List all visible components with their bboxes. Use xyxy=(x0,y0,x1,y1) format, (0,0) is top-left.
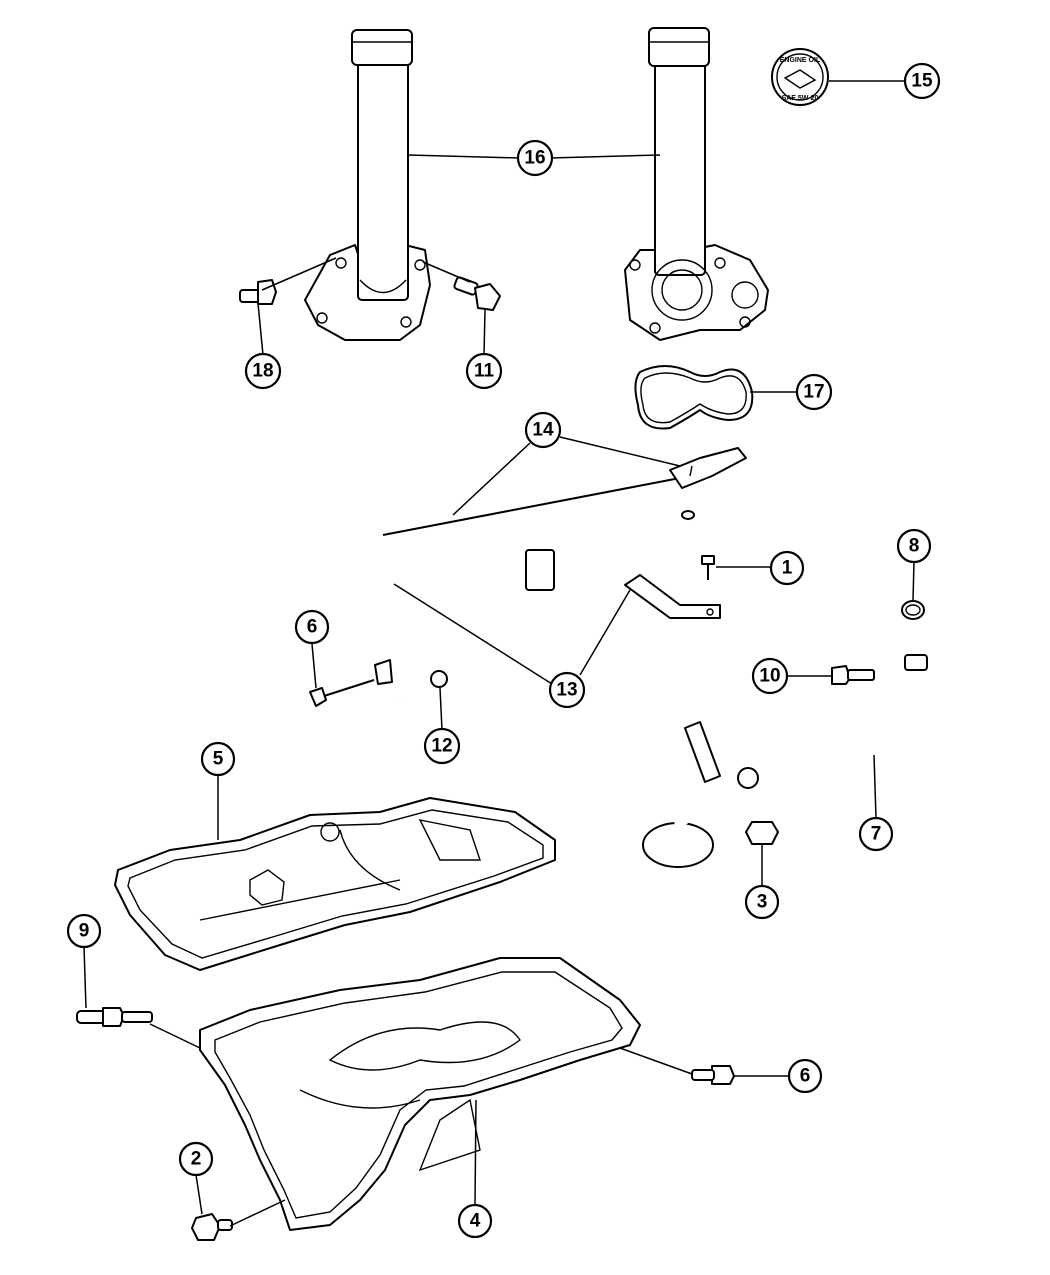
callout-4[interactable]: 4 xyxy=(457,1203,493,1239)
callout-18[interactable]: 18 xyxy=(244,352,282,390)
callout-11[interactable]: 11 xyxy=(465,352,503,390)
stud-bolt[interactable] xyxy=(239,279,277,305)
callout-7-label: 7 xyxy=(871,824,882,845)
callout-4-label: 4 xyxy=(470,1211,481,1232)
callout-10-label: 10 xyxy=(759,666,780,687)
callout-16[interactable]: 16 xyxy=(516,139,554,177)
dipstick-tube[interactable] xyxy=(374,510,721,701)
dipstick-tube-o-ring[interactable] xyxy=(430,670,448,688)
callout-1[interactable]: 1 xyxy=(769,550,805,586)
callout-2-label: 2 xyxy=(191,1149,202,1170)
callout-3-label: 3 xyxy=(757,892,768,913)
tube-bolt-small[interactable] xyxy=(701,555,715,580)
cap-text-line1: ENGINE OIL xyxy=(780,57,821,64)
oil-dipstick[interactable] xyxy=(382,447,747,536)
oil-filler-tube-left[interactable] xyxy=(304,29,431,341)
flange-bolt[interactable] xyxy=(453,276,501,311)
callout-1-label: 1 xyxy=(782,558,793,579)
callout-6-lower-label: 6 xyxy=(800,1066,811,1087)
oil-filler-cap[interactable]: ENGINE OIL SAE 5W-20 xyxy=(771,48,829,106)
callout-5-label: 5 xyxy=(213,749,224,770)
pickup-o-ring[interactable] xyxy=(901,600,925,620)
callout-15[interactable]: 15 xyxy=(903,62,941,100)
oil-pump-pickup[interactable] xyxy=(642,654,928,868)
callout-7[interactable]: 7 xyxy=(858,816,894,852)
callout-17-label: 17 xyxy=(803,382,824,403)
callout-3[interactable]: 3 xyxy=(744,884,780,920)
callout-10[interactable]: 10 xyxy=(751,657,789,695)
callout-9[interactable]: 9 xyxy=(66,913,102,949)
callout-17[interactable]: 17 xyxy=(795,373,833,411)
callout-6-lower[interactable]: 6 xyxy=(787,1058,823,1094)
tube-mounting-bolt[interactable] xyxy=(309,679,375,707)
oil-pan[interactable] xyxy=(199,957,641,1231)
pickup-nut[interactable] xyxy=(745,821,779,845)
callout-8[interactable]: 8 xyxy=(896,528,932,564)
callout-13[interactable]: 13 xyxy=(548,671,586,709)
windage-tray-gasket[interactable] xyxy=(114,797,556,971)
callout-8-label: 8 xyxy=(909,536,920,557)
callout-5[interactable]: 5 xyxy=(200,741,236,777)
callout-6-upper-label: 6 xyxy=(307,617,318,638)
drain-plug[interactable] xyxy=(191,1213,233,1241)
callout-9-label: 9 xyxy=(79,921,90,942)
pan-stud[interactable] xyxy=(76,1007,153,1027)
callout-12-label: 12 xyxy=(431,736,452,757)
callout-14-label: 14 xyxy=(532,420,554,441)
filler-tube-gasket[interactable] xyxy=(634,365,754,430)
callout-14[interactable]: 14 xyxy=(524,411,562,449)
callout-16-label: 16 xyxy=(524,148,545,169)
pickup-tube-bolt[interactable] xyxy=(831,665,875,685)
cap-text-line2: SAE 5W-20 xyxy=(782,95,819,102)
callout-15-label: 15 xyxy=(911,71,933,92)
callout-13-label: 13 xyxy=(556,680,577,701)
leader-lines xyxy=(83,80,915,1227)
pan-bolt[interactable] xyxy=(691,1065,735,1085)
callout-11-label: 11 xyxy=(474,361,495,382)
callout-18-label: 18 xyxy=(252,361,273,382)
oil-filler-tube-right[interactable] xyxy=(624,27,769,341)
callout-2[interactable]: 2 xyxy=(178,1141,214,1177)
callout-12[interactable]: 12 xyxy=(423,727,461,765)
callout-6-upper[interactable]: 6 xyxy=(294,609,330,645)
